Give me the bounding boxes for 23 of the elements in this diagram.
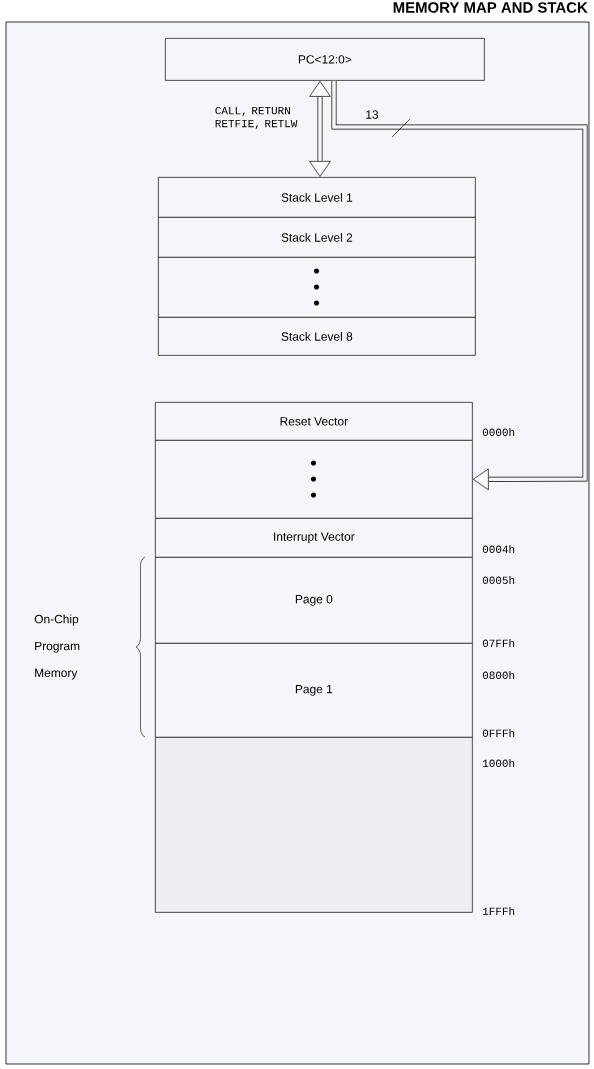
address-label: 0004h	[482, 545, 515, 554]
edge-label: CALL, RETURN RETFIE, RETLW	[215, 106, 298, 130]
memory-row: Page 1	[155, 643, 473, 738]
stack-row: Stack Level 1	[158, 177, 476, 218]
memory-row	[155, 737, 473, 913]
edge-label: 13	[366, 110, 379, 119]
memory-row: Interrupt Vector	[155, 518, 473, 558]
stack-row: Stack Level 8	[158, 317, 476, 356]
address-label: 07FFh	[482, 639, 515, 648]
address-label: 0000h	[482, 428, 515, 437]
address-label: 0FFFh	[482, 729, 515, 738]
bus-arrow	[309, 81, 331, 177]
address-label: 0800h	[482, 671, 515, 680]
region-label: On-Chip Program Memory	[34, 614, 80, 680]
address-label: 1FFFh	[483, 907, 515, 915]
address-label: 1000h	[483, 759, 515, 768]
bus-arrow	[331, 80, 588, 491]
memory-row: Reset Vector	[155, 402, 473, 441]
register-box: PC<12:0>	[165, 38, 485, 81]
title: MEMORY MAP AND STACK	[393, 2, 588, 13]
stack-row	[158, 257, 476, 318]
address-label: 0005h	[482, 576, 515, 585]
stack-row: Stack Level 2	[158, 217, 476, 258]
